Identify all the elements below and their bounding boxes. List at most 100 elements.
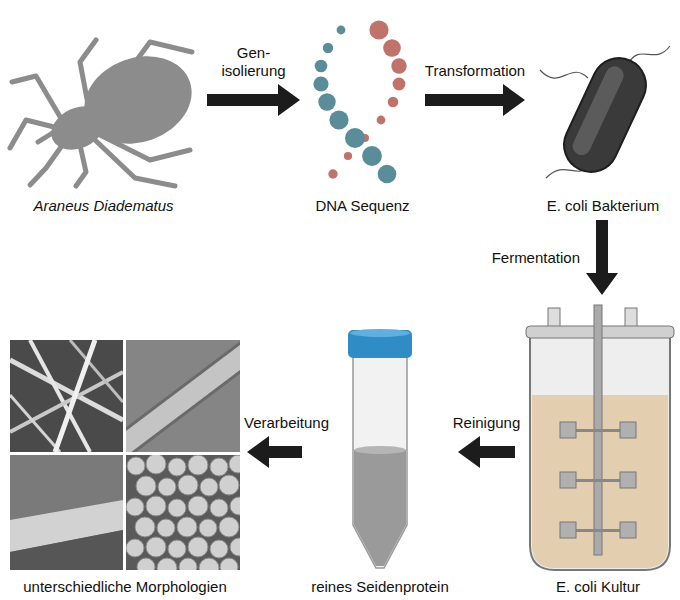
- spider-leg: [12, 76, 62, 120]
- tube-body: [353, 356, 407, 568]
- dna-bead: [318, 93, 335, 110]
- stirrer-blade: [620, 472, 636, 488]
- sphere: [230, 538, 240, 556]
- process-arrow: [207, 84, 300, 116]
- fiber-shadow: [126, 350, 240, 448]
- sem-micrographs: [10, 340, 250, 578]
- step-label: Verarbeitung: [244, 414, 329, 432]
- step-label: Gen- isolierung: [214, 44, 294, 80]
- illustration-node: E. coli Bakterium: [530, 50, 676, 215]
- sem-panel: [10, 340, 123, 452]
- sphere: [157, 519, 175, 537]
- sphere: [157, 558, 177, 570]
- sphere: [135, 517, 155, 537]
- sphere: [229, 455, 240, 473]
- illustration-node: E. coli Kultur: [520, 300, 676, 596]
- stirrer-blade: [560, 522, 576, 538]
- sphere: [230, 497, 240, 515]
- dna-bead: [328, 169, 337, 178]
- dna-bead: [315, 60, 328, 73]
- illustration-node: Araneus Diadematus: [5, 35, 202, 215]
- dna-bead: [369, 20, 388, 39]
- sphere: [168, 540, 186, 558]
- sphere: [168, 499, 186, 517]
- dna-bead: [337, 26, 346, 35]
- tube-cap: [348, 330, 412, 358]
- illustration-node: DNA Sequenz: [305, 15, 420, 215]
- sphere: [178, 475, 198, 495]
- sphere: [168, 458, 186, 476]
- sphere: [219, 517, 239, 537]
- sphere: [136, 476, 156, 496]
- stirrer-arm: [570, 479, 626, 482]
- sphere: [219, 475, 239, 495]
- cap-top: [350, 329, 410, 337]
- sphere: [210, 499, 228, 517]
- stirrer-blade: [560, 422, 576, 438]
- flagellum: [628, 46, 670, 64]
- dna-bead: [344, 152, 352, 160]
- illustration-node: reines Seidenprotein: [307, 325, 453, 596]
- node-caption: E. coli Bakterium: [547, 197, 660, 215]
- stirrer-blade: [620, 422, 636, 438]
- illustration-node: unterschiedliche Morphologien: [8, 335, 242, 596]
- process-arrow: [247, 436, 302, 468]
- dna-bead: [383, 39, 401, 57]
- protein-solution: [354, 450, 406, 566]
- sphere: [177, 517, 197, 537]
- stirrer-arm: [570, 429, 626, 432]
- sphere: [146, 455, 166, 474]
- spider-leg: [10, 120, 58, 148]
- flagellum: [540, 70, 588, 78]
- sem-panel: [10, 455, 123, 570]
- dna-bead: [313, 76, 328, 91]
- node-caption: DNA Sequenz: [315, 197, 409, 215]
- spider-leg: [95, 140, 175, 186]
- sphere: [199, 519, 217, 537]
- sphere: [199, 558, 219, 570]
- sphere: [188, 537, 208, 557]
- fiber: [10, 395, 60, 452]
- dna-bead: [323, 43, 333, 53]
- sphere: [126, 498, 144, 516]
- tube-illustration: [348, 329, 412, 568]
- bacterium-highlight: [570, 63, 627, 158]
- dna-bead: [377, 116, 386, 125]
- fiber: [55, 340, 95, 452]
- sphere: [188, 455, 208, 475]
- dna-bead: [378, 165, 397, 184]
- sphere: [210, 458, 228, 476]
- stirrer-arm: [570, 529, 626, 532]
- solution-surface: [354, 446, 406, 454]
- spider-leg: [76, 145, 86, 186]
- fiber: [126, 350, 240, 448]
- dna-bead: [345, 128, 365, 148]
- process-arrow: [586, 220, 618, 295]
- sphere: [146, 537, 166, 557]
- step-label: Reinigung: [453, 414, 521, 432]
- bacterium-illustration: [540, 46, 670, 181]
- sphere: [127, 457, 145, 475]
- sphere: [137, 558, 155, 570]
- spider-cephalothorax: [44, 98, 112, 158]
- step-label: Fermentation: [492, 249, 580, 267]
- node-caption: reines Seidenprotein: [311, 578, 449, 596]
- process-arrow: [425, 84, 525, 116]
- sphere: [200, 478, 218, 496]
- sphere: [126, 539, 144, 557]
- sphere: [146, 496, 166, 516]
- sphere: [179, 558, 197, 570]
- node-caption: unterschiedliche Morphologien: [23, 578, 226, 596]
- bacterium-body: [555, 49, 655, 181]
- process-arrow: [458, 436, 515, 468]
- sphere: [220, 558, 238, 570]
- bioreactor-illustration: [526, 305, 674, 570]
- spider-illustration: [10, 40, 204, 186]
- dna-bead: [393, 78, 406, 91]
- sphere: [210, 540, 228, 558]
- dna-bead: [362, 146, 382, 166]
- film-edge: [10, 530, 123, 570]
- node-caption: E. coli Kultur: [556, 578, 640, 596]
